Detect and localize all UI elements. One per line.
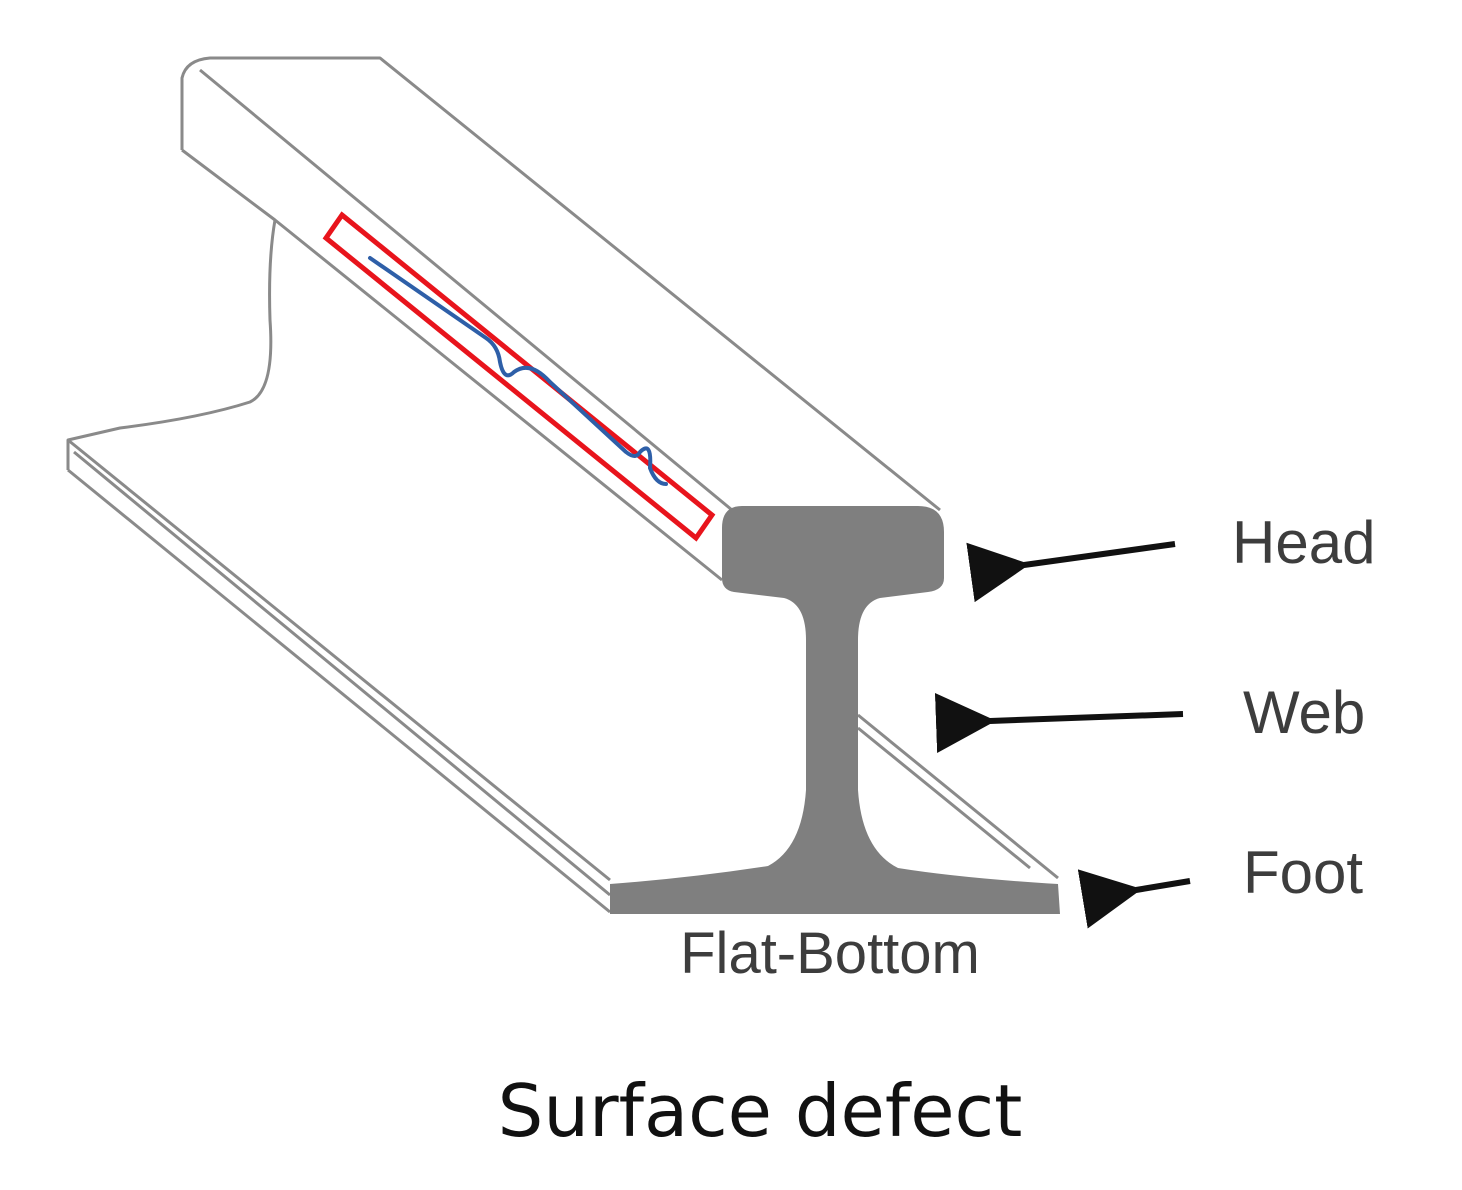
rail-head-back-profile — [180, 56, 941, 512]
web-label: Web — [1243, 679, 1365, 746]
rail-cross-section — [610, 506, 1060, 914]
figure-caption: Surface defect — [498, 1069, 1023, 1153]
rail-foot-top-edge — [67, 438, 611, 882]
web-arrow — [934, 692, 1184, 753]
head-label: Head — [1232, 509, 1375, 576]
rail-web-back-profile — [66, 219, 277, 470]
profile-label: Flat-Bottom — [680, 921, 980, 986]
rail-foot-right-edge-inner — [857, 726, 1031, 870]
head-arrow — [966, 541, 1176, 603]
rail-body — [66, 56, 1059, 914]
crack-line — [368, 256, 668, 486]
rail-foot-bottom-edge — [67, 468, 611, 914]
rail-head-side-edge — [181, 148, 723, 582]
foot-label: Foot — [1243, 839, 1363, 906]
foot-arrow — [1077, 869, 1191, 929]
rail-head-top-edge — [199, 68, 733, 512]
defect-highlight-box — [322, 211, 716, 542]
rail-foot-right-edge — [857, 713, 1059, 880]
rail-foot-middle-edge — [73, 450, 611, 897]
